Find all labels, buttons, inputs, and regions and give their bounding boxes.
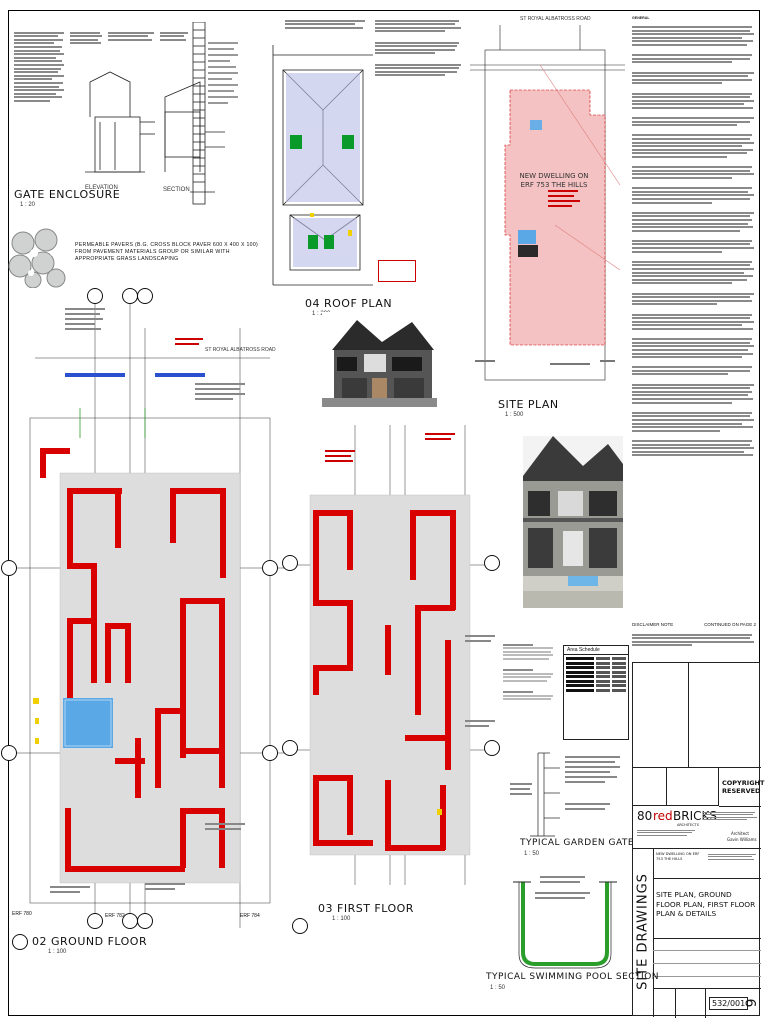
- project-box: NEW DWELLING ON ERF 753 THE HILLS: [653, 848, 761, 879]
- render-front-elevation: [322, 312, 437, 407]
- general-title: GENERAL: [632, 16, 650, 20]
- pool-section-title: TYPICAL SWIMMING POOL SECTION: [486, 972, 660, 982]
- paver-note: PERMEABLE PAVERS (B.G. Cross Block Paver…: [75, 242, 259, 262]
- site-drawings-strip: SITE DRAWINGS: [633, 848, 654, 1017]
- roof-plan-drawing: [272, 45, 373, 286]
- pool-section-scale: 1 : 50: [490, 985, 506, 991]
- gate-elevation-label: ELEVATION: [85, 185, 118, 191]
- roof-notes-right: [375, 18, 463, 78]
- ground-floor-scale: 1 : 100: [48, 949, 67, 955]
- roof-plan-title: 04 ROOF PLAN: [305, 297, 393, 310]
- first-floor-scale: 1 : 100: [332, 916, 351, 922]
- roof-plan-scale: 1 : 200: [312, 311, 331, 317]
- copyright-text: COPYRIGHT RESERVED: [722, 779, 765, 795]
- erf-784-label: ERF 784: [240, 913, 260, 919]
- area-schedule-table: Area Schedule: [563, 645, 629, 740]
- site-plan-title: SITE PLAN: [498, 398, 559, 411]
- garden-gate-scale: 1 : 50: [524, 851, 540, 857]
- ff-grid-bubble-left-2: [282, 740, 298, 756]
- section-marker-first: [292, 918, 308, 934]
- grid-bubble-b-top: [122, 288, 138, 304]
- swimming-pool-section-drawing: [513, 876, 617, 969]
- company-prefix: 80: [637, 809, 653, 823]
- roof-red-callout: [378, 260, 416, 282]
- site-dwelling-label: NEW DWELLING ON ERF 753 THE HILLS: [519, 172, 589, 189]
- drawing-number-row: 532/001 6: [653, 988, 761, 1018]
- ff-grid-bubble-left-1: [282, 555, 298, 571]
- grid-bubble-left-2: [1, 745, 17, 761]
- section-marker-ground: [12, 934, 28, 950]
- tb-owner-row: [633, 768, 719, 806]
- architect-name: Gavin Williams: [727, 837, 757, 842]
- sheet-number: 6: [741, 998, 758, 1008]
- title-block: COPYRIGHT RESERVED 80 red BRICKS ARCHITE…: [632, 662, 765, 1018]
- architect-label: Architect: [731, 831, 749, 836]
- grid-bubble-c-top: [137, 288, 153, 304]
- grid-bubble-a-bottom: [87, 913, 103, 929]
- ground-floor-drawing: [5, 288, 290, 928]
- grid-bubble-a-top: [87, 288, 103, 304]
- grid-bubble-right-2: [262, 745, 278, 761]
- company-red: red: [653, 809, 673, 823]
- drawing-number: 532/001: [709, 997, 749, 1010]
- drawing-title-text: SITE PLAN, GROUND FLOOR PLAN, FIRST FLOO…: [656, 890, 756, 918]
- tb-client-box: [633, 663, 761, 768]
- general-notes-column: GENERAL: [632, 16, 756, 616]
- first-floor-drawing: [285, 425, 500, 885]
- render-rear-perspective: [523, 436, 623, 608]
- disclaimer-notes: [632, 632, 756, 648]
- site-drawings-label: SITE DRAWINGS: [635, 873, 651, 990]
- first-floor-title: 03 FIRST FLOOR: [318, 902, 414, 915]
- company-logo: 80 red BRICKS ARCHITECTS Architect Gavin…: [633, 806, 761, 849]
- roof-note-top: [285, 18, 370, 30]
- garden-gate-title: TYPICAL GARDEN GATE: [520, 838, 635, 848]
- erf-780-label: ERF 780: [12, 911, 32, 917]
- site-plan-scale: 1 : 500: [505, 412, 524, 418]
- grid-bubble-c-bottom: [137, 913, 153, 929]
- schedule-notes: [503, 642, 558, 702]
- ff-grid-bubble-right-1: [484, 555, 500, 571]
- ff-grid-bubble-right-2: [484, 740, 500, 756]
- site-road-label: ST ROYAL ALBATROSS ROAD: [520, 16, 591, 22]
- drawing-title-box: SITE PLAN, GROUND FLOOR PLAN, FIRST FLOO…: [653, 878, 761, 939]
- project-text: NEW DWELLING ON ERF 753 THE HILLS: [656, 852, 700, 861]
- grid-bubble-left-1: [1, 560, 17, 576]
- erf-782-label: ERF 782: [105, 913, 125, 919]
- gate-enclosure-scale: 1 : 20: [20, 202, 36, 208]
- disclaimer-row: DISCLAIMER NOTE CONTINUED ON PAGE 2: [632, 622, 756, 627]
- gate-notes: [14, 30, 189, 165]
- area-schedule-title: Area Schedule: [564, 646, 628, 655]
- gate-enclosure-drawing: [85, 22, 238, 205]
- gate-enclosure-title: GATE ENCLOSURE: [14, 188, 121, 201]
- disclaimer-title: DISCLAIMER NOTE: [632, 622, 674, 627]
- company-sub: ARCHITECTS: [677, 823, 699, 827]
- continued-note: CONTINUED ON PAGE 2: [704, 622, 756, 627]
- revision-rows: [653, 938, 761, 988]
- gate-section-label: SECTION: [163, 187, 190, 193]
- ground-road-label: ST ROYAL ALBATROSS ROAD: [205, 347, 276, 353]
- ground-floor-title: 02 GROUND FLOOR: [32, 935, 148, 948]
- site-plan-drawing: [470, 25, 625, 381]
- garden-gate-drawing: [510, 752, 620, 837]
- permeable-paver-icon: [8, 228, 66, 288]
- grid-bubble-right-1: [262, 560, 278, 576]
- copyright-box: COPYRIGHT RESERVED: [719, 768, 765, 807]
